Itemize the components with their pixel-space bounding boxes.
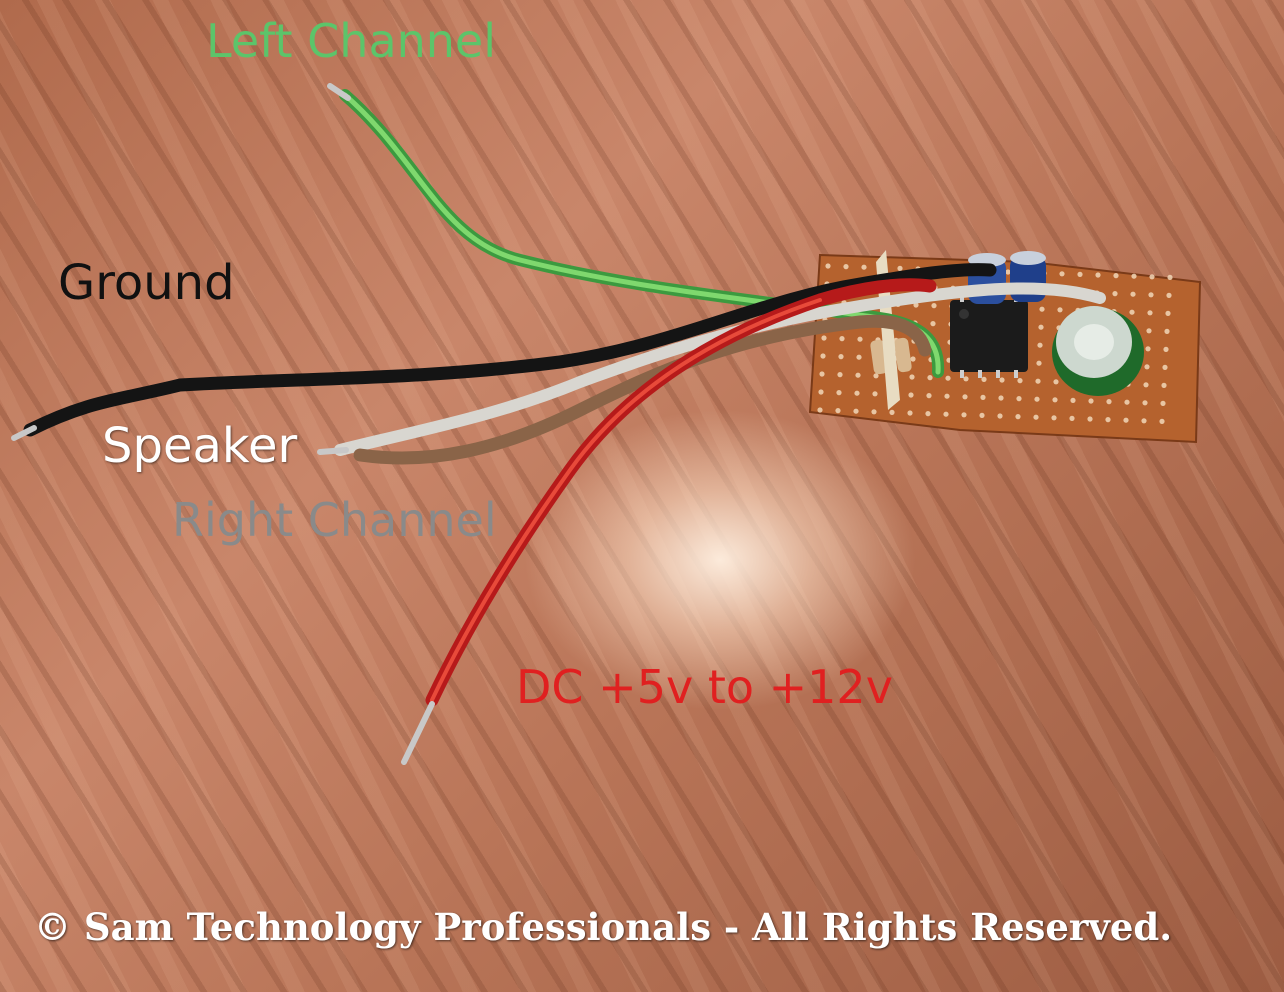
ground-label: Ground xyxy=(58,255,235,311)
left-channel-label: Left Channel xyxy=(206,14,497,68)
capacitor-large xyxy=(1052,306,1144,396)
wires xyxy=(23,89,1106,707)
dc-power-label: DC +5v to +12v xyxy=(516,660,893,714)
copyright-notice: © Sam Technology Professionals - All Rig… xyxy=(34,905,1173,949)
right-channel-label: Right Channel xyxy=(172,493,497,547)
speaker-label: Speaker xyxy=(102,418,298,474)
ic-chip xyxy=(950,296,1028,378)
wire-tips xyxy=(11,83,435,765)
